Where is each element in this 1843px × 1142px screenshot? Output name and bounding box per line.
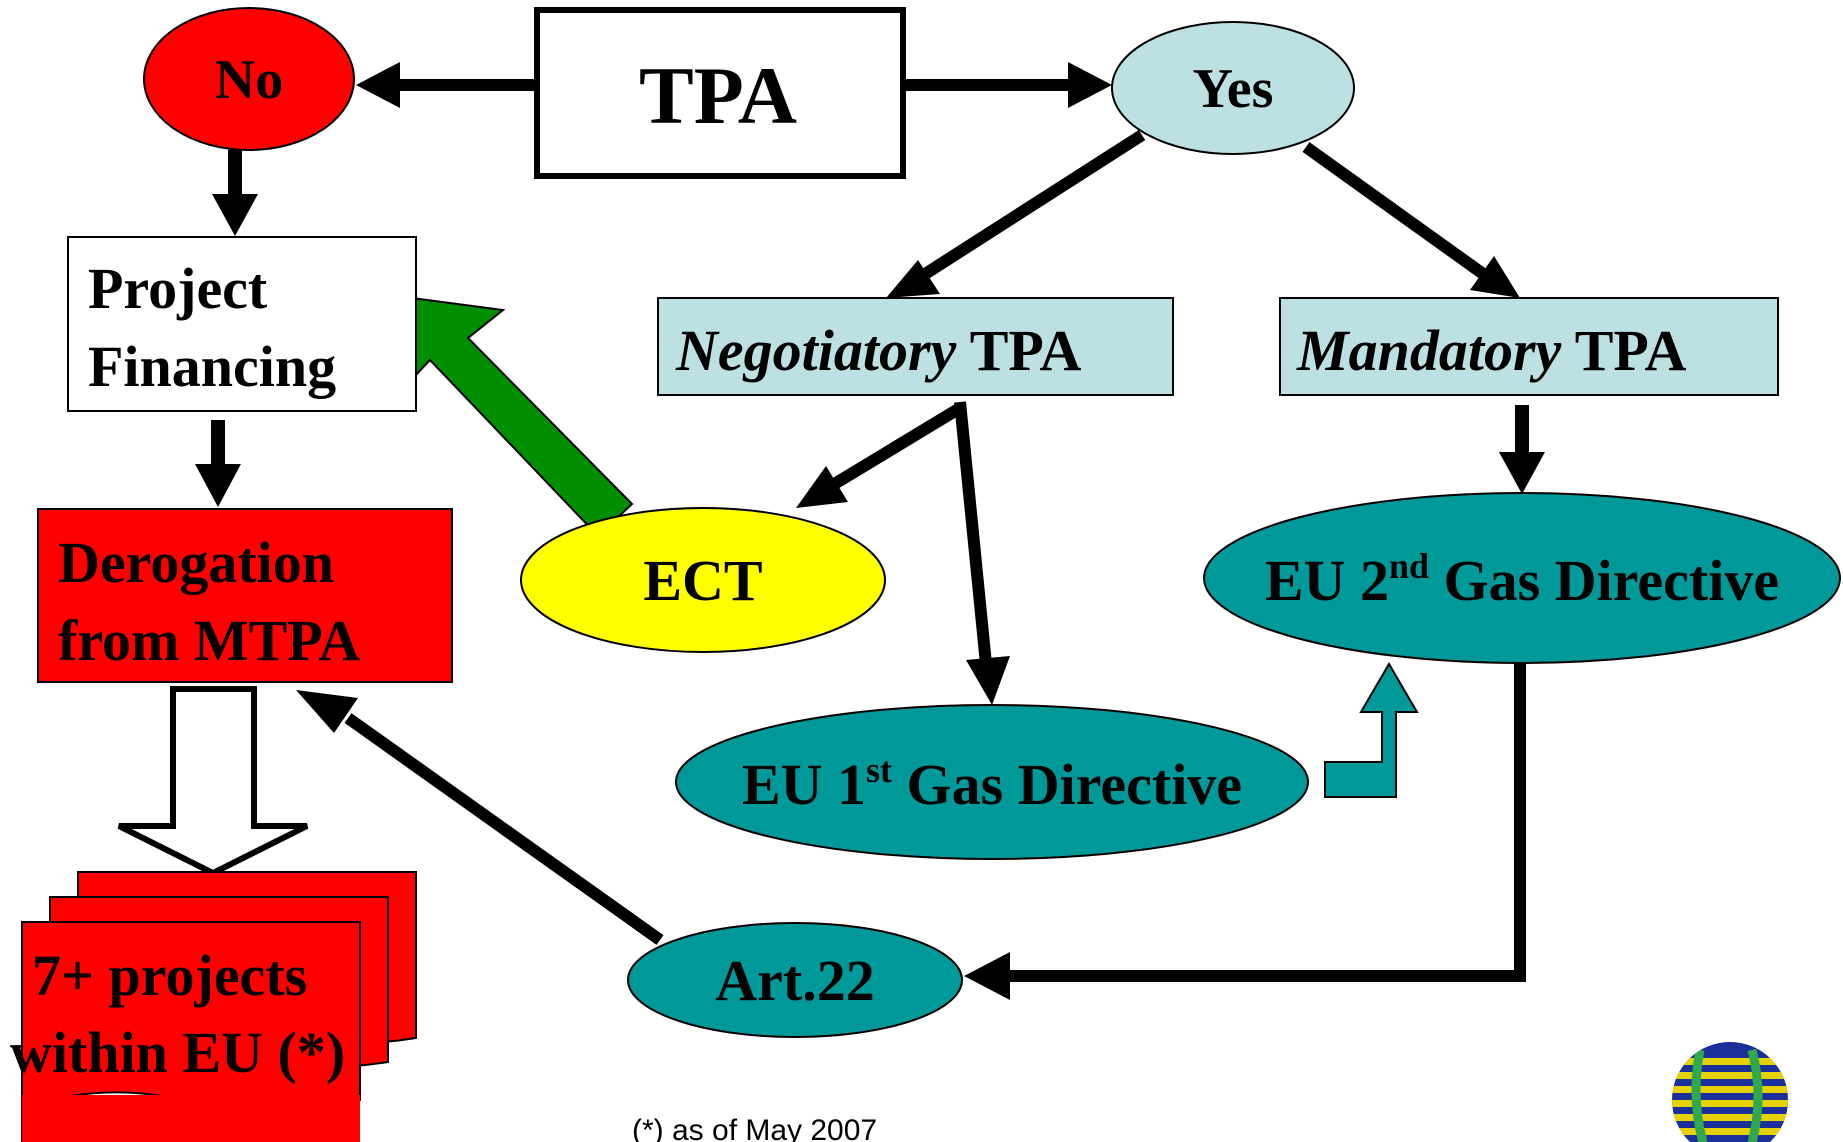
hollow-arrow-derogation-to-projects bbox=[117, 686, 309, 877]
mandatory-tpa-label: Mandatory TPA bbox=[1296, 318, 1687, 383]
arrow-yes-to-negotiatory bbox=[886, 129, 1146, 298]
arrow-ect-to-project-financing-green bbox=[395, 294, 634, 538]
no-label: No bbox=[215, 49, 283, 111]
mandatory-tpa-box: Mandatory TPA bbox=[1279, 297, 1779, 396]
eu-1st-sup: st bbox=[866, 750, 892, 790]
art22-ellipse: Art.22 bbox=[627, 922, 963, 1038]
eu-2nd-sup: nd bbox=[1389, 546, 1429, 586]
project-financing-line2: Financing bbox=[88, 334, 336, 399]
arrow-tpa-to-yes bbox=[903, 62, 1112, 108]
projects-document-stack: 7+ projects within EU (*) bbox=[10, 871, 417, 1142]
eu-1st-gas-directive-ellipse: EU 1st Gas Directive bbox=[675, 704, 1309, 860]
bent-up-arrow-shape bbox=[1324, 662, 1419, 798]
ect-label: ECT bbox=[643, 548, 762, 613]
project-financing-box: Project Financing bbox=[67, 236, 417, 412]
energy-charter-logo-icon bbox=[1672, 1042, 1788, 1142]
derogation-line2: from MTPA bbox=[58, 608, 360, 673]
arrow-negotiatory-to-ect bbox=[796, 402, 964, 508]
arrow-negotiatory-to-eu-1st bbox=[954, 401, 1010, 705]
project-financing-line1: Project bbox=[88, 256, 268, 321]
negotiatory-italic: Negotiatory bbox=[675, 318, 957, 383]
tpa-label: TPA bbox=[639, 50, 797, 141]
negotiatory-tpa-box: Negotiatory TPA bbox=[657, 297, 1174, 396]
arrow-art22-to-derogation bbox=[296, 690, 664, 945]
derogation-box: Derogation from MTPA bbox=[37, 508, 453, 683]
arrow-mandatory-to-eu-2nd bbox=[1499, 405, 1545, 494]
arrow-project-financing-to-derogation bbox=[195, 420, 241, 507]
arrow-no-to-project-financing bbox=[212, 150, 258, 236]
mandatory-italic: Mandatory bbox=[1296, 318, 1562, 383]
negotiatory-rest: TPA bbox=[956, 318, 1081, 383]
connectors bbox=[117, 62, 1545, 1000]
arrow-tpa-to-no bbox=[356, 62, 535, 108]
eu-1st-suffix: Gas Directive bbox=[892, 752, 1242, 817]
yes-label: Yes bbox=[1193, 58, 1274, 120]
eu-1st-label: EU 1st Gas Directive bbox=[742, 750, 1242, 817]
art22-label: Art.22 bbox=[715, 948, 874, 1013]
eu-2nd-label: EU 2nd Gas Directive bbox=[1265, 546, 1779, 613]
tpa-box: TPA bbox=[534, 7, 906, 179]
eu-2nd-gas-directive-ellipse: EU 2nd Gas Directive bbox=[1203, 492, 1841, 664]
eu-2nd-prefix: EU 2 bbox=[1265, 548, 1389, 613]
no-ellipse: No bbox=[143, 7, 355, 151]
eu-2nd-suffix: Gas Directive bbox=[1429, 548, 1779, 613]
arrow-yes-to-mandatory bbox=[1302, 142, 1520, 298]
projects-line1: 7+ projects bbox=[32, 943, 307, 1008]
eu-1st-prefix: EU 1 bbox=[742, 752, 866, 817]
yes-ellipse: Yes bbox=[1111, 21, 1355, 155]
ect-ellipse: ECT bbox=[520, 507, 886, 653]
derogation-line1: Derogation bbox=[58, 530, 334, 595]
arrow-eu-2nd-to-art22 bbox=[964, 660, 1526, 1000]
projects-line2: within EU (*) bbox=[10, 1020, 345, 1085]
mandatory-rest: TPA bbox=[1561, 318, 1686, 383]
negotiatory-tpa-label: Negotiatory TPA bbox=[675, 318, 1082, 383]
footnote: (*) as of May 2007 bbox=[632, 1114, 877, 1142]
